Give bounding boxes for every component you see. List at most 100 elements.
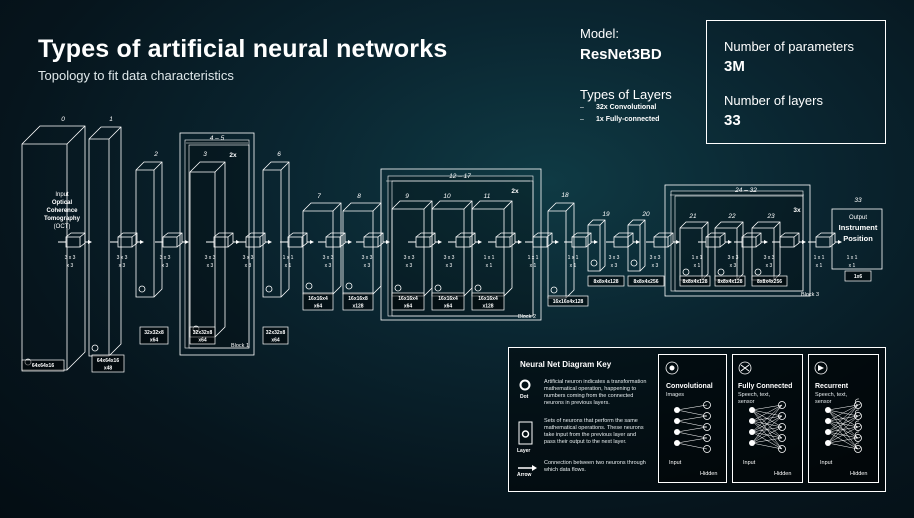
layers-value: 33: [724, 112, 741, 129]
layer-edge: [463, 200, 473, 210]
dimension-label: x64: [404, 304, 413, 310]
dimension-label: 32x32x8: [193, 330, 213, 336]
layer-index-label: 21: [688, 213, 697, 220]
block-frame: [664, 184, 811, 297]
dimension-label: 16x16x4: [438, 296, 458, 302]
layer-index-label: 23: [766, 213, 775, 220]
fully-connected-icon: [738, 361, 752, 375]
kernel-size-label: 3 x 3: [205, 255, 216, 261]
kernel-size-label: 1 x 1: [568, 255, 579, 261]
input-neuron-icon: [749, 429, 755, 435]
hidden-neuron-icon: [778, 434, 786, 442]
neuron-icon: [630, 259, 638, 267]
convolutional-subtitle: Images: [666, 392, 685, 398]
dimension-label: 8x8x4x128: [682, 279, 707, 285]
kernel-cube: [469, 232, 476, 238]
dimension-label: 64x64x16: [32, 363, 54, 369]
dimension-box: [302, 292, 334, 311]
neuron-icon: [717, 268, 725, 276]
block-frame: [179, 132, 255, 356]
hidden-neuron-icon: [854, 401, 862, 409]
hidden-neuron-icon: [854, 434, 862, 442]
recurrent-title: Recurrent: [815, 383, 849, 390]
neuron-icon: [91, 344, 99, 352]
layer-index-label: 11: [484, 193, 491, 200]
kernel-size-label: 3 x 3: [323, 255, 334, 261]
connection-line: [751, 404, 783, 411]
hidden-neuron-icon: [854, 445, 862, 453]
fc-input-label: Input: [743, 460, 756, 466]
dimension-label: x64: [198, 338, 207, 344]
input-neuron-icon: [825, 407, 831, 413]
arrow-description: Connection between two neurons through w…: [544, 460, 646, 473]
kernel-size-label: x 3: [119, 263, 126, 269]
connection-line: [676, 426, 708, 433]
layer-index-label: 2: [153, 151, 158, 158]
connection-line: [751, 437, 783, 444]
params-value: 3M: [724, 58, 745, 75]
recurrent-subtitle: Speech, text, sensor: [815, 392, 848, 405]
layer-edge: [153, 161, 163, 171]
layer-edge: [736, 221, 744, 229]
input-title-line: Optical: [52, 200, 73, 206]
dimension-box: [547, 295, 589, 307]
dot-icon: [519, 379, 531, 391]
kernel-size-label: x 1: [570, 263, 577, 269]
layer-index-label: 12 – 17: [449, 173, 471, 180]
kernel-size-label: 1 x 1: [283, 255, 294, 261]
kernel-size-label: x 3: [730, 263, 737, 269]
hidden-neuron-icon: [703, 401, 711, 409]
kernel-cube: [793, 232, 800, 238]
dimension-label: 64x64x16: [97, 358, 119, 364]
kernel-size-label: 1 x 1: [692, 255, 703, 261]
block-label: Block 3: [801, 292, 819, 298]
layer-prism: [135, 161, 163, 298]
layer-edge: [214, 161, 226, 173]
kernel-size-label: x 3: [67, 263, 74, 269]
input-neuron-icon: [825, 429, 831, 435]
key-title: Neural Net Diagram Key: [520, 360, 612, 369]
dimension-label: 16x16x8: [348, 296, 368, 302]
dimension-box: [139, 326, 169, 345]
neuron-icon: [754, 268, 762, 276]
kernel-size-label: 3 x 3: [243, 255, 254, 261]
connection-line: [827, 442, 859, 450]
neuron-icon: [305, 282, 313, 290]
neuron-icon: [434, 284, 442, 292]
kernel-size-label: 3 x 3: [609, 255, 620, 261]
kernel-cube: [509, 232, 516, 238]
neuron-icon: [394, 284, 402, 292]
params-label: Number of parameters: [724, 39, 855, 54]
layer-type-item: –32x Convolutional: [580, 104, 657, 111]
dimension-label: 8x8x4x256: [757, 279, 782, 285]
kernel-size-label: 1 x 1: [814, 255, 825, 261]
kernel-size-label: 3 x 3: [160, 255, 171, 261]
kernel-size-label: x 3: [766, 263, 773, 269]
input-neuron-icon: [674, 440, 680, 446]
layer-icon: [518, 421, 533, 445]
kernel-size-label: 3 x 3: [362, 255, 373, 261]
layer-types-heading: Types of Layers: [580, 87, 672, 102]
layer-index-label: 0: [61, 116, 65, 123]
layer-label: Layer: [517, 448, 531, 454]
kernel-cube: [227, 232, 234, 238]
kernel-size-label: 3 x 3: [444, 255, 455, 261]
dimension-label: x128: [352, 304, 363, 310]
input-title-line: Input: [55, 192, 69, 198]
dimension-box: [391, 292, 425, 311]
convolutional-icon: [665, 361, 679, 375]
kernel-size-label: x 1: [816, 263, 823, 269]
dimension-label: 32x32x8: [266, 330, 286, 336]
kernel-size-label: x 3: [611, 263, 618, 269]
conv-input-label: Input: [669, 460, 682, 466]
hidden-neuron-icon: [703, 445, 711, 453]
kernel-size-label: 3 x 3: [728, 255, 739, 261]
connection-line: [676, 404, 708, 411]
kernel-size-label: x 3: [325, 263, 332, 269]
layer-edge: [280, 161, 290, 171]
dimension-label: 1x6: [854, 274, 863, 280]
connection-line: [751, 404, 783, 433]
conv-hidden-label: Hidden: [700, 471, 718, 477]
